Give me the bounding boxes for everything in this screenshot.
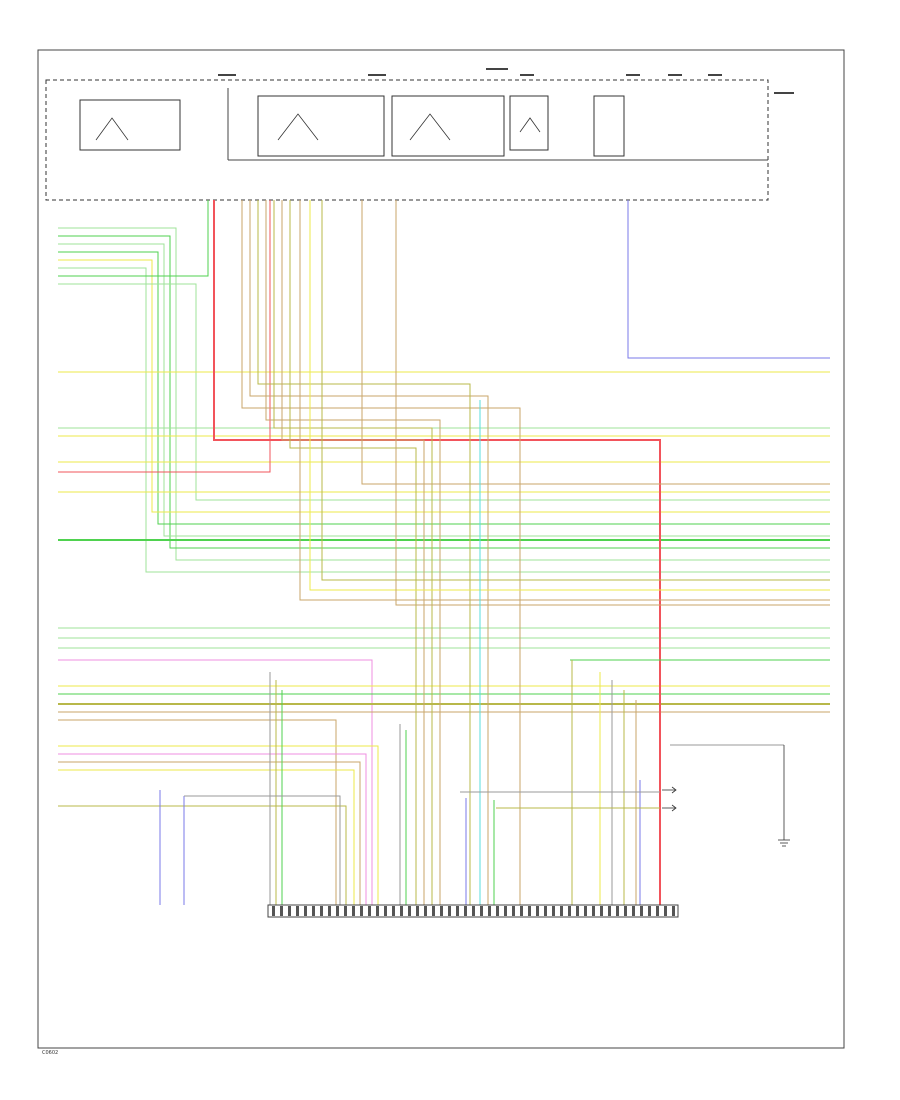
connector-pin — [624, 906, 627, 916]
wire-v-396 — [395, 200, 830, 606]
relay-4 — [509, 95, 549, 151]
wire-h-746 — [58, 745, 379, 905]
connector-pin — [280, 906, 283, 916]
connector-pin — [368, 906, 371, 916]
connector-pin — [424, 906, 427, 916]
wire-h-770 — [58, 769, 355, 905]
wire-right-blue — [627, 200, 830, 359]
wire-v-520 — [241, 200, 521, 905]
connector-pin — [288, 906, 291, 916]
connector-pin — [536, 906, 539, 916]
connector-pin — [328, 906, 331, 916]
wire-left-2 — [58, 235, 830, 549]
connector-pin — [528, 906, 531, 916]
connector-pin — [272, 906, 275, 916]
connector-pin — [488, 906, 491, 916]
connector-pin — [296, 906, 299, 916]
wire-v-362 — [361, 200, 830, 485]
wire-v-310 — [309, 200, 830, 591]
connector-pin — [560, 906, 563, 916]
wire-left-3 — [58, 243, 830, 537]
wire-v-300 — [299, 200, 830, 601]
diagram-frame — [37, 49, 845, 1049]
connector-pin — [504, 906, 507, 916]
connector-pin — [448, 906, 451, 916]
wire-left-6 — [58, 267, 830, 573]
connector-pin — [456, 906, 459, 916]
wire-v-440 — [265, 200, 441, 905]
wire-v-424 — [281, 200, 425, 905]
diagram-code: C0602 — [42, 1050, 58, 1056]
connector-pin — [608, 906, 611, 916]
connector-pin — [400, 906, 403, 916]
relay-switch-marks — [95, 113, 541, 141]
wire-v-322 — [321, 200, 830, 581]
wire-left-5 — [58, 259, 830, 513]
wire-h-806 — [58, 805, 347, 905]
connector-pin — [440, 906, 443, 916]
wire-red-main — [213, 200, 661, 905]
connector-pin — [408, 906, 411, 916]
connector-pin — [648, 906, 651, 916]
connector-pin — [432, 906, 435, 916]
connector-pin — [496, 906, 499, 916]
connector-pin — [656, 906, 659, 916]
connector-pin — [512, 906, 515, 916]
relay-1 — [79, 99, 181, 151]
connector-pin — [664, 906, 667, 916]
connector-pin — [320, 906, 323, 916]
connector-pin — [376, 906, 379, 916]
connector-pin — [544, 906, 547, 916]
connector-pin — [392, 906, 395, 916]
connector-pin — [384, 906, 387, 916]
connector-pin — [600, 906, 603, 916]
connector-pin — [568, 906, 571, 916]
continuation-arrow-icon — [662, 786, 677, 812]
connector-pins — [272, 906, 675, 916]
connector-pin — [416, 906, 419, 916]
connector-pin — [632, 906, 635, 916]
connector-pin — [304, 906, 307, 916]
connector-pin — [464, 906, 467, 916]
connector-pin — [360, 906, 363, 916]
connector-pin — [592, 906, 595, 916]
wire-h-660 — [58, 659, 373, 905]
wire-harness — [58, 200, 830, 905]
connector-pin — [584, 906, 587, 916]
ground-icon — [778, 745, 790, 847]
relay-5 — [593, 95, 625, 157]
connector-pin — [312, 906, 315, 916]
wire-h-472 — [58, 200, 271, 473]
relay-3 — [391, 95, 505, 157]
connector-pin — [616, 906, 619, 916]
wire-h-796 — [184, 795, 341, 905]
connector-pin — [480, 906, 483, 916]
wire-h-762 — [58, 761, 361, 905]
fuse-label-marks — [218, 68, 794, 94]
connector-pin — [520, 906, 523, 916]
relay-2 — [257, 95, 385, 157]
connector-pin — [352, 906, 355, 916]
power-distribution-box — [45, 79, 769, 201]
connector-pin — [472, 906, 475, 916]
wire-v-488 — [249, 200, 489, 905]
connector-pin — [576, 906, 579, 916]
wire-v-470 — [257, 200, 471, 905]
wire-v-432 — [273, 200, 433, 905]
wire-h-720 — [58, 719, 337, 905]
wire-left-8 — [58, 283, 830, 501]
wire-left-4 — [58, 251, 830, 525]
wire-left-7 — [58, 200, 209, 277]
connector-pin — [672, 906, 675, 916]
connector-pin — [640, 906, 643, 916]
connector-pin — [344, 906, 347, 916]
connector-pin — [552, 906, 555, 916]
wire-v-416 — [289, 200, 417, 905]
wire-h-754 — [58, 753, 367, 905]
module-connector — [267, 904, 679, 918]
connector-pin — [336, 906, 339, 916]
wire-left-1 — [58, 227, 830, 561]
